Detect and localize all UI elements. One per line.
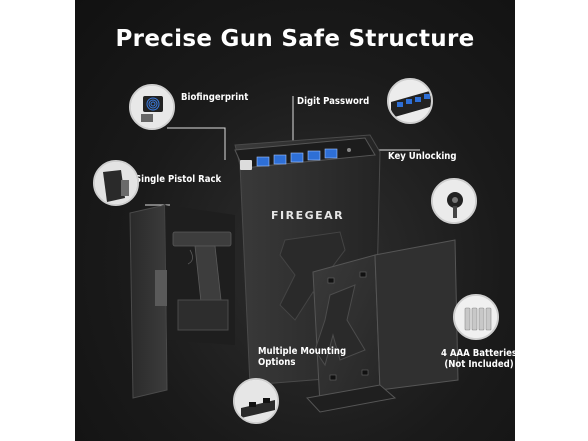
- label-batteries: 4 AAA Batteries (Not Included): [441, 348, 515, 370]
- batteries-icon: [453, 294, 499, 340]
- label-mounting-line2: Options: [258, 357, 296, 368]
- safe-door: [129, 204, 168, 399]
- label-key-unlocking: Key Unlocking: [388, 151, 457, 162]
- pistol-rack-icon: [177, 299, 229, 331]
- keypad-detail-icon: [387, 78, 433, 124]
- safe-illustration: FIREGEAR: [129, 96, 459, 413]
- key-lock-icon: [431, 178, 477, 224]
- label-batteries-line2: (Not Included): [444, 359, 514, 370]
- dark-backdrop: Precise Gun Safe Structure: [75, 0, 515, 441]
- mounting-plate-side: [374, 239, 459, 391]
- brand-logo: FIREGEAR: [271, 209, 344, 222]
- fingerprint-sensor-icon: [129, 84, 175, 130]
- pistol: [172, 231, 232, 303]
- label-mounting: Multiple Mounting Options: [258, 346, 346, 368]
- label-single-pistol-rack: Single Pistol Rack: [135, 174, 222, 185]
- plate-emboss: [314, 284, 366, 367]
- page-title: Precise Gun Safe Structure: [115, 26, 475, 52]
- mounting-detail-icon: [233, 378, 279, 424]
- plate-flange: [306, 384, 397, 413]
- mounting-hole-icon: [327, 271, 369, 381]
- label-digit-password: Digit Password: [297, 96, 370, 107]
- label-biofingerprint: Biofingerprint: [181, 92, 249, 103]
- keypad-icon: [240, 148, 351, 170]
- pistol-rack-detail-icon: [93, 160, 139, 206]
- label-mounting-line1: Multiple Mounting: [258, 346, 347, 357]
- leader-biofingerprint: [167, 127, 226, 160]
- label-batteries-line1: 4 AAA Batteries: [441, 348, 515, 359]
- rack-prong: [155, 270, 167, 306]
